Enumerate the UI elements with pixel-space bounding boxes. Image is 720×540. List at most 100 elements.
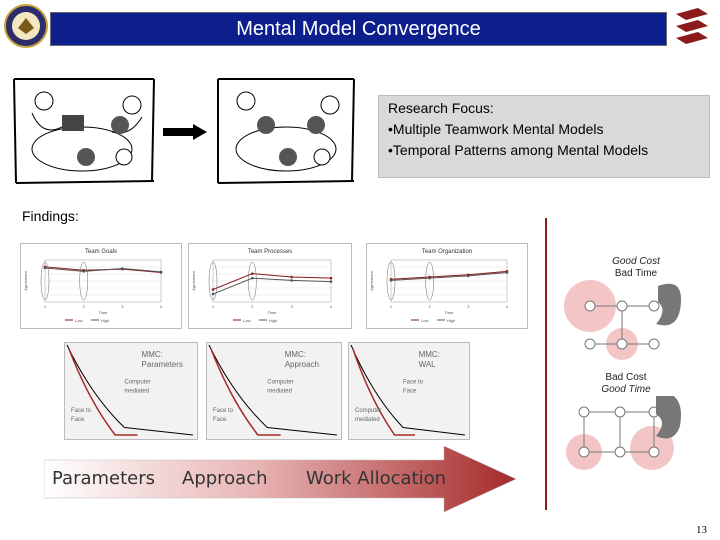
chart-title: Team Organization [422, 249, 472, 255]
mmc-top-label: Computer [124, 379, 150, 385]
x-tick-label: 1 [212, 304, 215, 309]
mmc-bottom-label: mediated [355, 417, 380, 423]
series-line [390, 270, 508, 280]
mmc-top-label: Computer [267, 379, 293, 385]
mmc-title: MMC: [142, 350, 163, 359]
mmc-title: MMC: [419, 350, 440, 359]
legend-label: Low [75, 318, 82, 323]
convergence-arrow [163, 124, 207, 140]
mmc-bottom-label: Face [213, 417, 227, 423]
page-number: 13 [696, 524, 707, 536]
mmc-top-label: mediated [124, 388, 149, 394]
y-axis-label: Agreement [23, 270, 28, 290]
data-point [505, 271, 509, 274]
cost-bottom-line2: Good Time [601, 384, 651, 395]
research-focus-box: Research Focus: •Multiple Teamwork Menta… [378, 95, 710, 178]
x-axis-label: Time [268, 310, 278, 315]
data-point [251, 276, 254, 280]
mmc-top-label: Face to [403, 379, 424, 385]
data-point [211, 292, 215, 296]
research-bullet: •Temporal Patterns among Mental Models [388, 142, 649, 158]
highlight-ellipse [208, 261, 218, 301]
mmc-title: MMC: [285, 350, 306, 359]
progression-arrow [43, 445, 517, 513]
mmc-subtitle: WAL [419, 360, 437, 369]
x-axis-label: Time [445, 310, 455, 315]
highlight-ellipse [386, 261, 396, 301]
distribution-curve-red [210, 348, 281, 436]
mmc-subtitle: Parameters [142, 360, 183, 369]
x-tick-label: 1 [390, 304, 393, 309]
mmc-bottom-label: Computer [355, 408, 381, 414]
distribution-curve-red [352, 348, 415, 436]
x-tick-label: 2 [429, 304, 432, 309]
research-bullet: •Multiple Teamwork Mental Models [388, 121, 604, 137]
x-tick-label: 3 [121, 304, 124, 309]
section-divider [545, 218, 547, 510]
highlight-ellipse [79, 261, 88, 301]
highlight-ellipse [40, 261, 50, 301]
stage-label-approach: Approach [182, 468, 268, 489]
legend-label: High [101, 318, 109, 323]
research-heading: Research Focus: [388, 100, 494, 116]
legend-label: Low [243, 318, 250, 323]
x-tick-label: 4 [506, 304, 509, 309]
cost-bottom-line1: Bad Cost [605, 372, 647, 383]
data-point [251, 272, 254, 275]
x-tick-label: 4 [330, 304, 333, 309]
x-tick-label: 3 [291, 304, 294, 309]
mmc-top-label: mediated [267, 388, 292, 394]
stage-label-parameters: Parameters [52, 468, 156, 489]
x-tick-label: 3 [467, 304, 470, 309]
series-line [390, 271, 508, 281]
data-point [82, 270, 85, 273]
mmc-subtitle: Approach [285, 360, 319, 369]
series-line [44, 267, 162, 273]
mmc-bottom-label: Face to [71, 408, 92, 414]
data-point [389, 279, 393, 282]
team-sketch-right [216, 77, 356, 185]
y-axis-label: Agreement [369, 270, 374, 290]
series-line [212, 277, 332, 295]
legend-label: Low [421, 318, 428, 323]
data-point [211, 288, 215, 291]
data-point [329, 276, 333, 280]
seal-logo [4, 4, 48, 48]
x-tick-label: 4 [160, 304, 163, 309]
distribution-curve [208, 344, 338, 436]
data-point [290, 279, 293, 282]
data-point [290, 275, 293, 279]
data-point [467, 274, 470, 278]
legend-label: High [269, 318, 277, 323]
data-point [159, 270, 163, 274]
cost-top-line2: Bad Time [614, 268, 658, 279]
cost-top-line1: Good Cost [612, 256, 660, 267]
distribution-curve [66, 344, 194, 436]
department-logo [668, 4, 716, 52]
series-line [212, 273, 332, 290]
x-tick-label: 2 [83, 304, 86, 309]
slide-title: Mental Model Convergence [50, 12, 667, 46]
network-diagram-bottom [560, 391, 686, 484]
x-axis-label: Time [99, 310, 109, 315]
data-point [329, 280, 333, 283]
team-sketch-left [12, 77, 156, 185]
cost-label-top: Good Cost Bad Time [596, 256, 676, 280]
mmc-bottom-label: Face to [213, 408, 234, 414]
mmc-top-label: Face [403, 388, 417, 394]
y-axis-label: Agreement [191, 270, 196, 290]
network-diagram-top [560, 280, 686, 362]
x-tick-label: 1 [44, 304, 47, 309]
chart-title: Team Goals [85, 249, 117, 255]
data-point [43, 266, 47, 270]
data-point [121, 267, 124, 270]
findings-label: Findings: [22, 208, 79, 224]
cost-label-bottom: Bad Cost Good Time [586, 372, 666, 396]
distribution-curve-red [68, 348, 138, 436]
stage-label-work-allocation: Work Allocation [306, 468, 447, 489]
